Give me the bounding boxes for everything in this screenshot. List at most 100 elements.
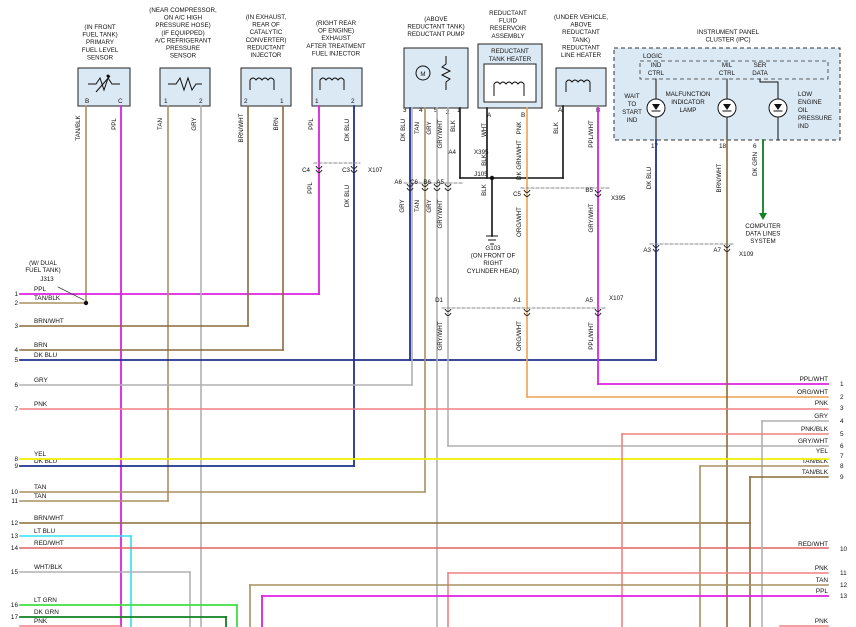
right-row-number: 2 — [840, 394, 844, 401]
connector-label: A1 — [513, 297, 521, 304]
pin-label: 1 — [457, 107, 461, 114]
connector-label: X395 — [474, 149, 489, 156]
pin-label: 6 — [753, 143, 757, 150]
annotation: SYSTEM — [750, 238, 775, 245]
pin-label: 2 — [244, 98, 248, 105]
right-row-label: RED/WHT — [798, 541, 828, 548]
caption-line: FUEL LEVEL — [82, 47, 119, 54]
right-row-label: PPL/WHT — [800, 376, 829, 383]
connector-mark — [594, 312, 602, 316]
caption-line: REDUCTANT TANK) — [407, 24, 464, 31]
annotation: COMPUTER — [745, 223, 781, 230]
connector-label: A3 — [643, 247, 651, 254]
left-row-number: 14 — [11, 545, 19, 552]
annotation: RIGHT — [483, 260, 502, 267]
connector-mark — [652, 248, 660, 252]
vertical-label: TAN — [157, 118, 164, 130]
vertical-label: GRY/WHT — [437, 199, 444, 228]
left-row-label: BRN — [34, 342, 48, 349]
pin-label: A — [487, 112, 492, 119]
caption-line: AFTER TREATMENT — [306, 43, 365, 50]
left-row-number: 2 — [14, 300, 18, 307]
caption-line: ON A/C HIGH — [164, 15, 202, 22]
vertical-label: PPL — [308, 118, 315, 130]
connector-mark — [315, 165, 323, 169]
vertical-label: GRY — [426, 121, 433, 134]
connector-mark — [444, 312, 452, 316]
caption-line: INJECTOR — [251, 52, 282, 59]
left-row-label: WHT/BLK — [34, 564, 63, 571]
connector-label: A7 — [713, 247, 721, 254]
lamp-label: LAMP — [680, 107, 697, 114]
connector-mark — [444, 183, 452, 187]
right-row-label: ORG/WHT — [797, 389, 828, 396]
resistor-icon — [168, 76, 202, 92]
left-row-label: LT GRN — [34, 597, 57, 604]
vertical-label: DK BLU — [400, 119, 407, 141]
motor-icon — [415, 65, 431, 81]
annotation: CYLINDER HEAD) — [467, 268, 519, 275]
connector-label: X107 — [609, 295, 624, 302]
vertical-label: BLK — [481, 153, 488, 166]
left-row-number: 3 — [14, 323, 18, 330]
pin-label: B — [85, 98, 89, 105]
connector-label: A5 — [436, 179, 444, 186]
caption-line: RESERVOIR — [490, 25, 527, 32]
lamp-label: START — [622, 109, 642, 116]
lamp-label: TO — [628, 101, 637, 108]
connector-mark — [421, 187, 429, 191]
connector-label: J105 — [474, 171, 488, 178]
connector-mark — [433, 183, 441, 187]
connector-label: C4 — [302, 167, 310, 174]
connector-label: A4 — [448, 149, 456, 156]
right-row-number: 5 — [840, 431, 844, 438]
reductant-pump — [403, 47, 469, 109]
right-row-number: 10 — [840, 546, 848, 553]
vertical-label: BLK — [553, 121, 560, 134]
right-row-number: 11 — [840, 570, 847, 577]
vertical-label: BLK — [481, 183, 488, 196]
left-row-number: 11 — [11, 498, 18, 505]
left-row-number: 6 — [14, 382, 18, 389]
left-row-number: 10 — [11, 489, 19, 496]
lamp-label: IND — [798, 123, 809, 130]
connector-mark — [523, 189, 531, 193]
right-row-number: 6 — [840, 443, 844, 450]
pin-label: 1 — [164, 98, 168, 105]
led-icon — [723, 104, 731, 110]
lamp-label: INDICATOR — [671, 99, 705, 106]
right-row-number: 12 — [840, 582, 848, 589]
caption-line: A/C REFRIGERANT — [155, 37, 212, 44]
caption-line: EXHAUST — [321, 35, 350, 42]
pin-label: 17 — [651, 143, 659, 150]
caption-line: PRIMARY — [86, 39, 114, 46]
connector-mark — [406, 187, 414, 191]
reductant-line-heater — [555, 67, 607, 107]
pin-label: C — [118, 98, 123, 105]
connector-mark — [523, 312, 531, 316]
caption-line: FUEL INJECTOR — [312, 50, 361, 57]
pin-label: 18 — [719, 143, 727, 150]
motor-label: M — [420, 71, 425, 78]
left-row-label: GRY — [34, 377, 48, 384]
vertical-label: GRY/WHT — [437, 119, 444, 148]
left-row-number: 15 — [11, 569, 19, 576]
left-row-number: 16 — [11, 602, 19, 609]
right-row-number: 8 — [840, 463, 844, 470]
logic-col-label: CTRL — [648, 70, 665, 77]
caption-line: REDUCTANT — [247, 44, 285, 51]
left-row-number: 4 — [14, 347, 18, 354]
connector-mark — [350, 169, 358, 173]
coil-icon — [319, 77, 345, 90]
vertical-label: DK GRN — [752, 152, 759, 176]
connector-label: X109 — [739, 251, 754, 258]
fuel-level-sensor — [77, 67, 131, 107]
caption-line: REDUCTANT — [489, 10, 527, 17]
caption-line: (IN EXHAUST, — [246, 14, 287, 21]
connector-label: C6 — [410, 179, 418, 186]
caption-line: SENSOR — [87, 54, 114, 61]
left-row-label: TAN — [34, 484, 47, 491]
vertical-label: DK GRN/WHT — [516, 140, 523, 180]
annotation: (ON FRONT OF — [471, 253, 516, 260]
left-row-label: LT BLU — [34, 528, 55, 535]
